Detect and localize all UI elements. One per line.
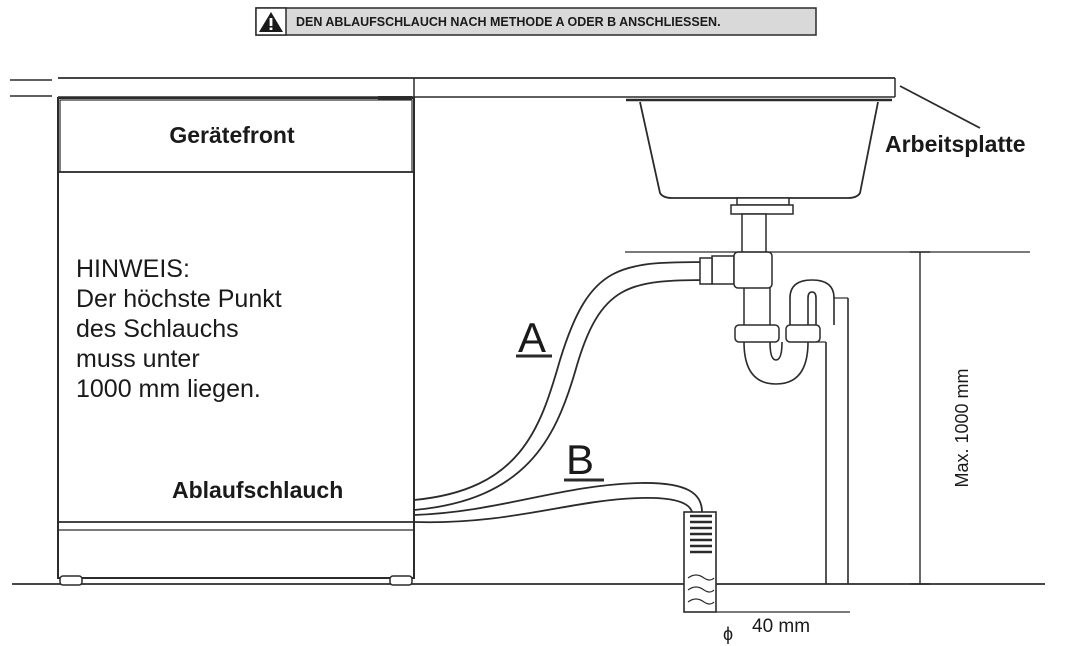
worktop-label: Arbeitsplatte (885, 131, 1026, 157)
height-dimension: Max. 1000 mm (625, 251, 1030, 585)
warning-banner: DEN ABLAUFSCHLAUCH NACH METHODE A ODER B… (255, 7, 817, 36)
note-line: muss unter (76, 345, 200, 373)
hose-a (413, 257, 713, 511)
note-line: 1000 mm liegen. (76, 375, 261, 403)
note-line: des Schlauchs (76, 315, 239, 343)
sink (626, 98, 892, 257)
note-line: Der höchste Punkt (76, 285, 282, 313)
note-box: HINWEIS: Der höchste Punkt des Schlauchs… (76, 255, 282, 403)
dishwasher-feet (59, 575, 413, 586)
warning-triangle-icon (259, 12, 283, 32)
drain-hose-label: Ablaufschlauch (172, 477, 343, 503)
standpipe-grille (690, 514, 712, 554)
appliance-front-label: Gerätefront (169, 122, 295, 148)
diameter-value: 40 mm (752, 616, 810, 637)
hose-b (413, 482, 703, 524)
method-a-label: A (518, 314, 546, 361)
siphon-trap (711, 251, 849, 584)
warning-text: DEN ABLAUFSCHLAUCH NACH METHODE A ODER B… (296, 15, 721, 29)
dishwasher: Gerätefront HINWEIS: Der höchste Punkt d… (57, 96, 415, 586)
diameter-symbol: ϕ (723, 624, 733, 644)
standpipe (683, 511, 850, 613)
note-line: HINWEIS: (76, 255, 190, 283)
diameter-annotation: ϕ 40 mm (723, 616, 810, 644)
max-height-label: Max. 1000 mm (952, 368, 972, 487)
method-b-label: B (566, 436, 594, 483)
